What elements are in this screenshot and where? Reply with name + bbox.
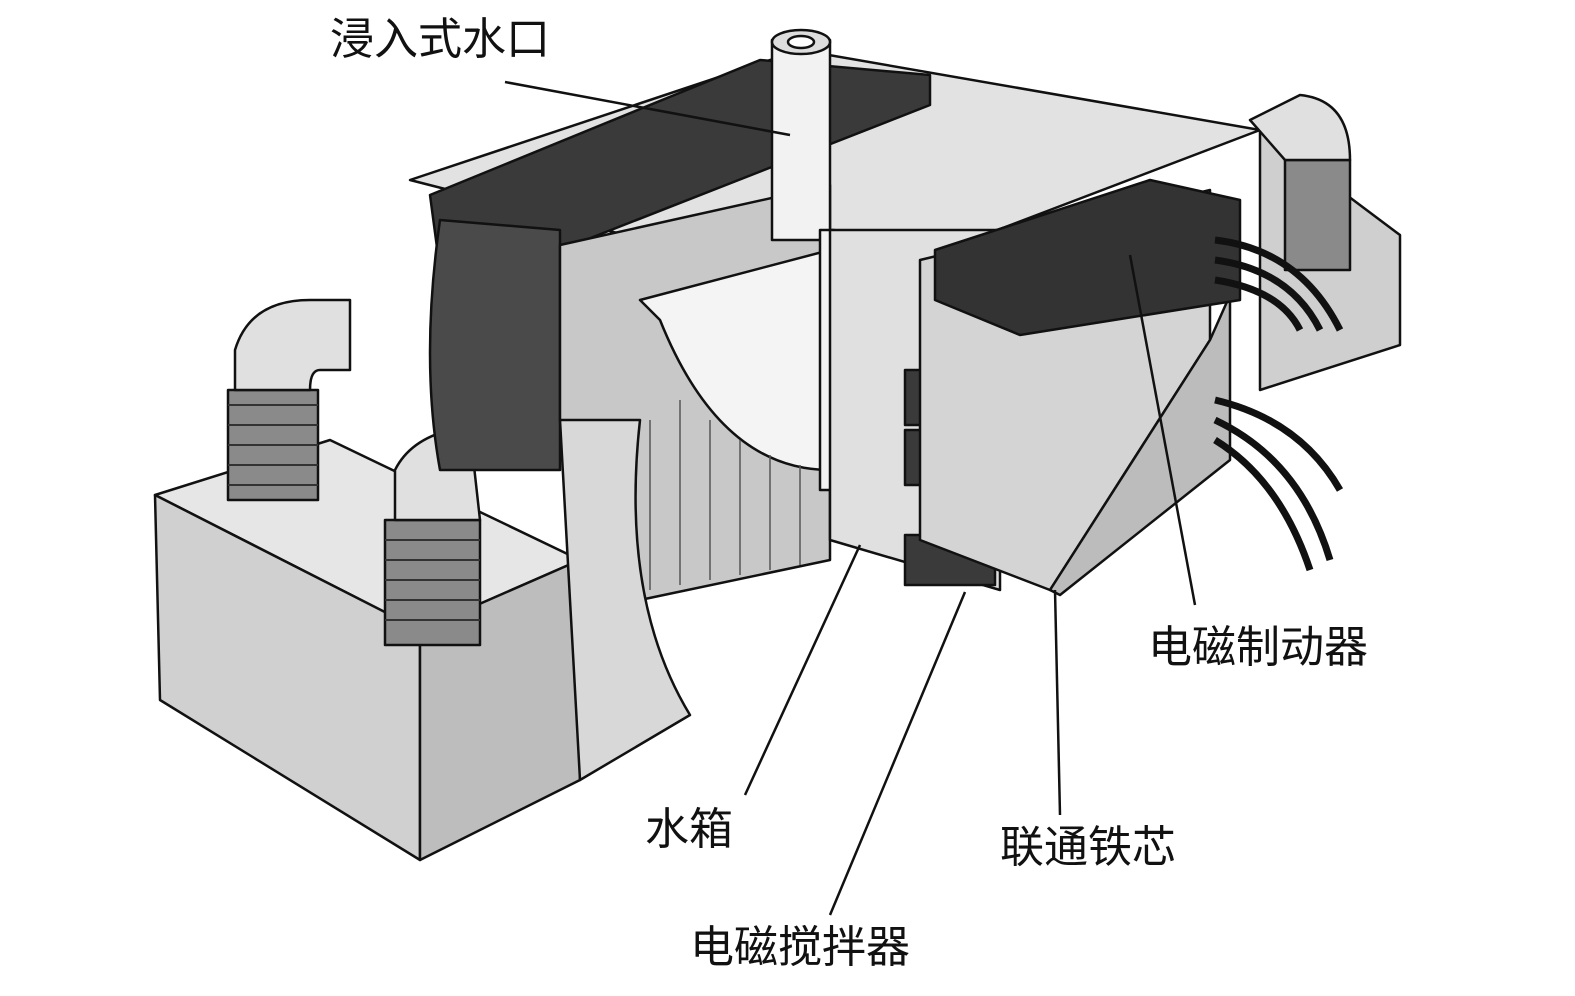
right-brake-coil: [933, 178, 1242, 337]
elbow-pipe-left: [233, 298, 352, 392]
label-mold: 水箱: [645, 804, 733, 855]
label-brake: 电磁制动器: [1148, 622, 1368, 673]
label-stirrer: 电磁搅拌器: [690, 922, 910, 973]
cables: [1213, 236, 1344, 572]
leader-mold: [743, 544, 862, 796]
elbow-pipe-right: [1248, 93, 1352, 162]
core-side-face: [1048, 293, 1232, 597]
leader-nozzle: [504, 80, 791, 137]
submerged-nozzle: [770, 38, 832, 242]
bellows-mid: [383, 518, 482, 647]
label-core: 联通铁芯: [1000, 822, 1176, 873]
leader-stirrer: [828, 591, 967, 916]
label-nozzle: 浸入式水口: [330, 14, 550, 65]
left-brake-yoke: [428, 218, 562, 472]
leader-brake: [1128, 254, 1197, 606]
front-plate: [558, 418, 692, 782]
leader-core: [1053, 589, 1062, 816]
bellows-right: [1283, 158, 1352, 272]
